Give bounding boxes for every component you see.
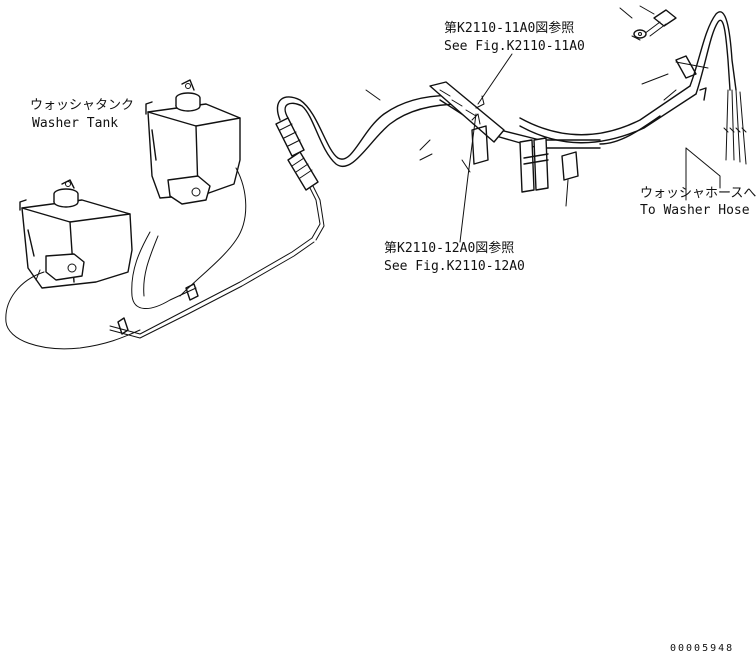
washer-tank-left bbox=[19, 179, 133, 289]
label-washer-hose-en: To Washer Hose bbox=[640, 203, 750, 218]
main-harness bbox=[276, 11, 737, 207]
label-washer-hose-jp: ウォッシャホースへ bbox=[640, 186, 756, 201]
label-ref2-jp: 第K2110-12A0図参照 bbox=[384, 240, 514, 256]
connector-upper bbox=[275, 117, 305, 157]
label-ref2-en: See Fig.K2110-12A0 bbox=[384, 259, 525, 274]
bolt-and-washer bbox=[633, 5, 677, 39]
tank-wiring bbox=[5, 167, 325, 350]
harness-end-wires bbox=[723, 89, 747, 165]
drawing-number: 00005948 bbox=[670, 643, 734, 654]
label-washer-tank-jp: ウォッシャタンク bbox=[30, 98, 134, 113]
washer-tank-right bbox=[145, 79, 241, 205]
label-ref1-en: See Fig.K2110-11A0 bbox=[444, 39, 585, 54]
leader-lines bbox=[365, 7, 721, 243]
connector-lower bbox=[287, 151, 319, 191]
label-ref1-jp: 第K2110-11A0図参照 bbox=[444, 20, 574, 36]
label-washer-tank-en: Washer Tank bbox=[32, 116, 118, 131]
